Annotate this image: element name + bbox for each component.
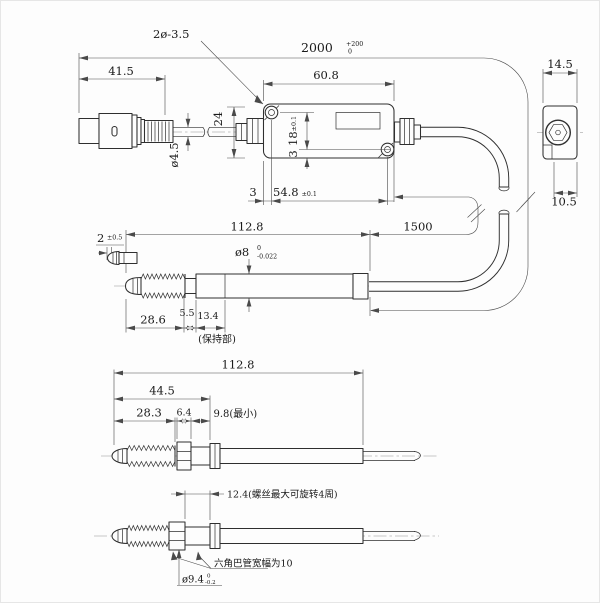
dim-text-3h: 3	[249, 185, 256, 199]
dimensions-assembly: 41.5 2000 +200 0 2ø-3.5 60.8	[78, 27, 578, 346]
dim-text-3v: 3	[286, 150, 300, 157]
dim-text-o8-tol-upper: 0	[257, 245, 261, 252]
dim-text-41-5: 41.5	[108, 64, 134, 78]
amplifier-box	[235, 103, 422, 159]
dim-cable-2000: 2000 +200 0	[79, 40, 536, 316]
dim-text-2-tol: ±0.5	[107, 235, 122, 242]
detail2-thread	[126, 524, 170, 532]
detail-hex-nut	[176, 441, 192, 471]
dim-hole-horizontal: 3 54.8±0.1	[248, 120, 394, 205]
dim-text-2000-tol-upper: +200	[346, 41, 363, 48]
label-window	[335, 112, 381, 130]
dim-text-112-8: 112.8	[231, 220, 264, 234]
centerlines	[94, 107, 583, 537]
dim-text-o8: ø8	[235, 245, 249, 259]
dim-text-18: 18±0.1	[286, 116, 300, 146]
hex-bolt-ring	[545, 119, 572, 146]
dim-text-28-6: 28.6	[140, 313, 166, 327]
dim-text-9-8: 9.8(最小)	[214, 408, 258, 420]
dim-tip-travel: 2 ±0.5	[96, 231, 138, 266]
dim-text-54-8: 54.8±0.1	[273, 185, 317, 199]
detail-shaft	[219, 447, 364, 465]
probe	[124, 272, 369, 300]
dim-text-12-4: 12.4(螺丝最大可旋转4周)	[227, 489, 338, 501]
dim-box-width: 60.8	[263, 68, 395, 101]
dim-text-13-4: 13.4	[197, 311, 218, 322]
detail-probe-tip	[111, 447, 128, 465]
dim-connector-length: 41.5	[78, 53, 166, 115]
connector-cable	[173, 126, 236, 138]
dim-cable-dia: ø4.5	[167, 113, 191, 168]
dim-text-2000: 2000	[301, 40, 333, 55]
dim-text-28-3: 28.3	[136, 406, 162, 420]
detail2-cable-end	[413, 531, 421, 541]
hex-bolt	[548, 124, 568, 141]
dim-text-2: 2	[97, 231, 104, 245]
dim-text-o9-4-tol-upper: 0	[207, 574, 211, 580]
side-notch	[543, 144, 553, 159]
callout-mount-holes: 2ø-3.5	[153, 27, 264, 105]
probe-detail-view-2: 12.4(螺丝最大可旋转4周) 六角巴管宽幅为10 ø9.4 0 -0.2	[111, 489, 421, 586]
detail2-collar	[184, 526, 211, 546]
dim-thread-sections: 28.6 5.5 13.4 (保持部)	[125, 295, 236, 346]
probe-detail-view: 112.8 44.5 28.3 6.4 9.8(最小)	[111, 358, 421, 471]
dim-text-44-5: 44.5	[149, 384, 175, 398]
detail2-hex-nut	[168, 521, 186, 551]
detail2-shaft	[219, 527, 364, 545]
side-view	[542, 105, 578, 160]
dim-side-inner-width: 10.5	[551, 162, 578, 209]
probe-shaft	[195, 273, 354, 299]
detail-cable-end	[413, 451, 421, 461]
thread-section	[140, 273, 186, 280]
connector	[78, 112, 174, 150]
dim-text-5-5: 5.5	[179, 308, 194, 319]
dim-text-14-5: 14.5	[547, 57, 573, 71]
dim-text-o9-4-tol-lower: -0.2	[205, 580, 216, 586]
dim-text-6-4: 6.4	[176, 408, 191, 419]
output-cable	[369, 126, 510, 292]
dim-text-10-5: 10.5	[551, 195, 577, 209]
dim-side-width: 14.5	[542, 57, 578, 103]
dims-probe-detail-2: 12.4(螺丝最大可旋转4周) 六角巴管宽幅为10 ø9.4 0 -0.2	[171, 489, 338, 586]
mounting-hole-1	[264, 105, 279, 120]
dim-text-2000-tol-lower: 0	[348, 49, 352, 56]
label-grip-section: (保持部)	[198, 333, 236, 346]
detail2-probe-tip	[111, 527, 128, 545]
dim-text-holes: 2ø-3.5	[153, 27, 189, 41]
dim-text-1500: 1500	[403, 220, 432, 234]
cable-gland-right-collar	[393, 121, 401, 143]
cable-gland-left	[246, 117, 265, 145]
box-outline	[262, 103, 395, 159]
note-hex-width: 六角巴管宽幅为10	[214, 558, 293, 570]
probe-end-cap	[352, 272, 369, 300]
dims-probe-detail: 112.8 44.5 28.3 6.4 9.8(最小)	[113, 358, 364, 445]
dim-probe-length: 112.8 1500	[125, 148, 486, 273]
dim-text-4-5: ø4.5	[167, 142, 181, 167]
detail-collar	[190, 446, 211, 466]
cable-gland-right	[399, 117, 415, 146]
dim-text-d-112-8: 112.8	[222, 358, 255, 372]
detail-thread	[126, 444, 176, 452]
dim-text-60-8: 60.8	[313, 68, 339, 82]
dim-text-o8-tol-lower: -0.022	[257, 254, 277, 261]
dim-text-24: 24	[211, 112, 225, 127]
probe-neck	[184, 277, 197, 295]
dim-height-24: 24	[211, 106, 245, 159]
dim-text-o9-4: ø9.4	[182, 575, 204, 586]
dim-hole-vertical: 18±0.1 3	[280, 112, 390, 169]
connector-keyway	[111, 125, 118, 137]
dim-shaft-dia: ø8 0 -0.022	[235, 245, 277, 312]
